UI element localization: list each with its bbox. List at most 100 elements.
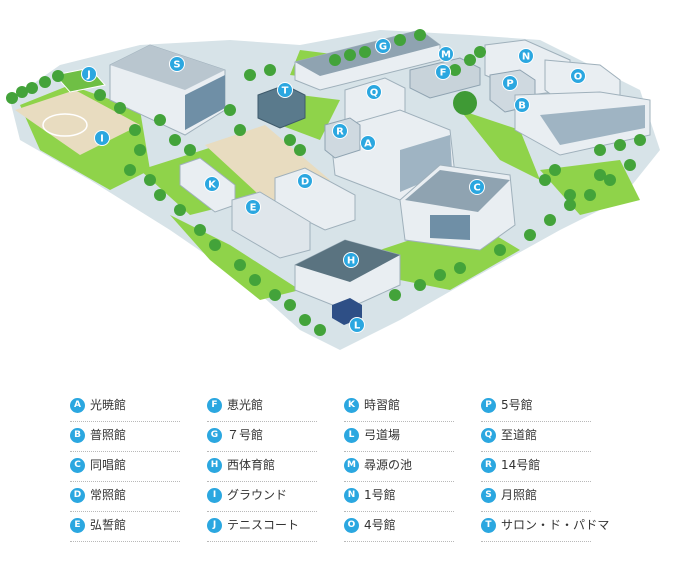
map-marker-j[interactable]: J (81, 66, 97, 82)
tree-icon (26, 82, 38, 94)
map-marker-n[interactable]: N (518, 48, 534, 64)
tree-icon (549, 164, 561, 176)
marker-letter: F (440, 68, 447, 79)
marker-circle (277, 82, 293, 98)
map-marker-p[interactable]: P (502, 75, 518, 91)
marker-letter: C (473, 183, 480, 194)
marker-circle (81, 66, 97, 82)
map-marker-l[interactable]: L (349, 317, 365, 333)
legend-badge: T (481, 518, 496, 533)
legend-label: グラウンド (227, 488, 288, 502)
map-marker-e[interactable]: E (245, 199, 261, 215)
legend-badge: A (70, 398, 85, 413)
tree-icon (244, 69, 256, 81)
marker-circle (514, 97, 530, 113)
map-marker-f[interactable]: F (435, 64, 451, 80)
tree-icon (52, 70, 64, 82)
tree-icon (564, 199, 576, 211)
map-marker-m[interactable]: M (438, 46, 454, 62)
map-marker-a[interactable]: A (360, 135, 376, 151)
marker-circle (502, 75, 518, 91)
tree-icon (39, 76, 51, 88)
legend-label: 至道館 (501, 428, 538, 442)
tree-icon (144, 174, 156, 186)
legend-item-t[interactable]: T サロン・ド・パドマ (481, 512, 609, 542)
map-marker-o[interactable]: O (570, 68, 586, 84)
map-marker-r[interactable]: R (332, 123, 348, 139)
map-marker-g[interactable]: G (375, 38, 391, 54)
tree-icon (344, 49, 356, 61)
legend-label: ７号館 (227, 428, 264, 442)
legend-badge: I (207, 488, 222, 503)
tree-icon (394, 34, 406, 46)
tree-icon (234, 124, 246, 136)
marker-letter: D (301, 177, 309, 188)
map-marker-c[interactable]: C (469, 179, 485, 195)
tree-icon (464, 54, 476, 66)
legend-badge: F (207, 398, 222, 413)
tree-icon (174, 204, 186, 216)
building-glass (430, 215, 470, 240)
marker-circle (169, 56, 185, 72)
legend-badge: J (207, 518, 222, 533)
legend-label: 普照館 (90, 428, 127, 442)
tree-icon (454, 262, 466, 274)
legend-item-l[interactable]: L 弓道場 (344, 422, 454, 452)
marker-circle (435, 64, 451, 80)
tree-icon (129, 124, 141, 136)
map-marker-q[interactable]: Q (366, 84, 382, 100)
map-marker-k[interactable]: K (204, 176, 220, 192)
legend-label: サロン・ド・パドマ (501, 518, 610, 532)
legend-item-i[interactable]: I グラウンド (207, 482, 317, 512)
marker-circle (297, 173, 313, 189)
map-marker-i[interactable]: I (94, 130, 110, 146)
tree-icon (209, 239, 221, 251)
legend-badge: N (344, 488, 359, 503)
marker-letter: B (518, 101, 526, 112)
legend-badge: C (70, 458, 85, 473)
marker-letter: K (208, 180, 217, 191)
lawn-area (540, 160, 640, 215)
map-marker-s[interactable]: S (169, 56, 185, 72)
marker-letter: G (379, 42, 387, 53)
tree-icon (299, 314, 311, 326)
tree-icon (453, 91, 477, 115)
tree-icon (124, 164, 136, 176)
legend-badge: L (344, 428, 359, 443)
tree-icon (634, 134, 646, 146)
map-marker-t[interactable]: T (277, 82, 293, 98)
lawn-area (170, 215, 300, 300)
legend-label: 時習館 (364, 398, 401, 412)
tree-icon (414, 279, 426, 291)
legend-badge: D (70, 488, 85, 503)
legend-badge: E (70, 518, 85, 533)
marker-letter: N (522, 52, 530, 63)
tree-icon (474, 46, 486, 58)
marker-letter: L (354, 321, 361, 332)
legend-label: 5号館 (501, 398, 533, 412)
map-marker-d[interactable]: D (297, 173, 313, 189)
map-marker-h[interactable]: H (343, 252, 359, 268)
legend-label: 弓道場 (364, 428, 401, 442)
map-marker-b[interactable]: B (514, 97, 530, 113)
tree-icon (16, 86, 28, 98)
tree-icon (154, 114, 166, 126)
